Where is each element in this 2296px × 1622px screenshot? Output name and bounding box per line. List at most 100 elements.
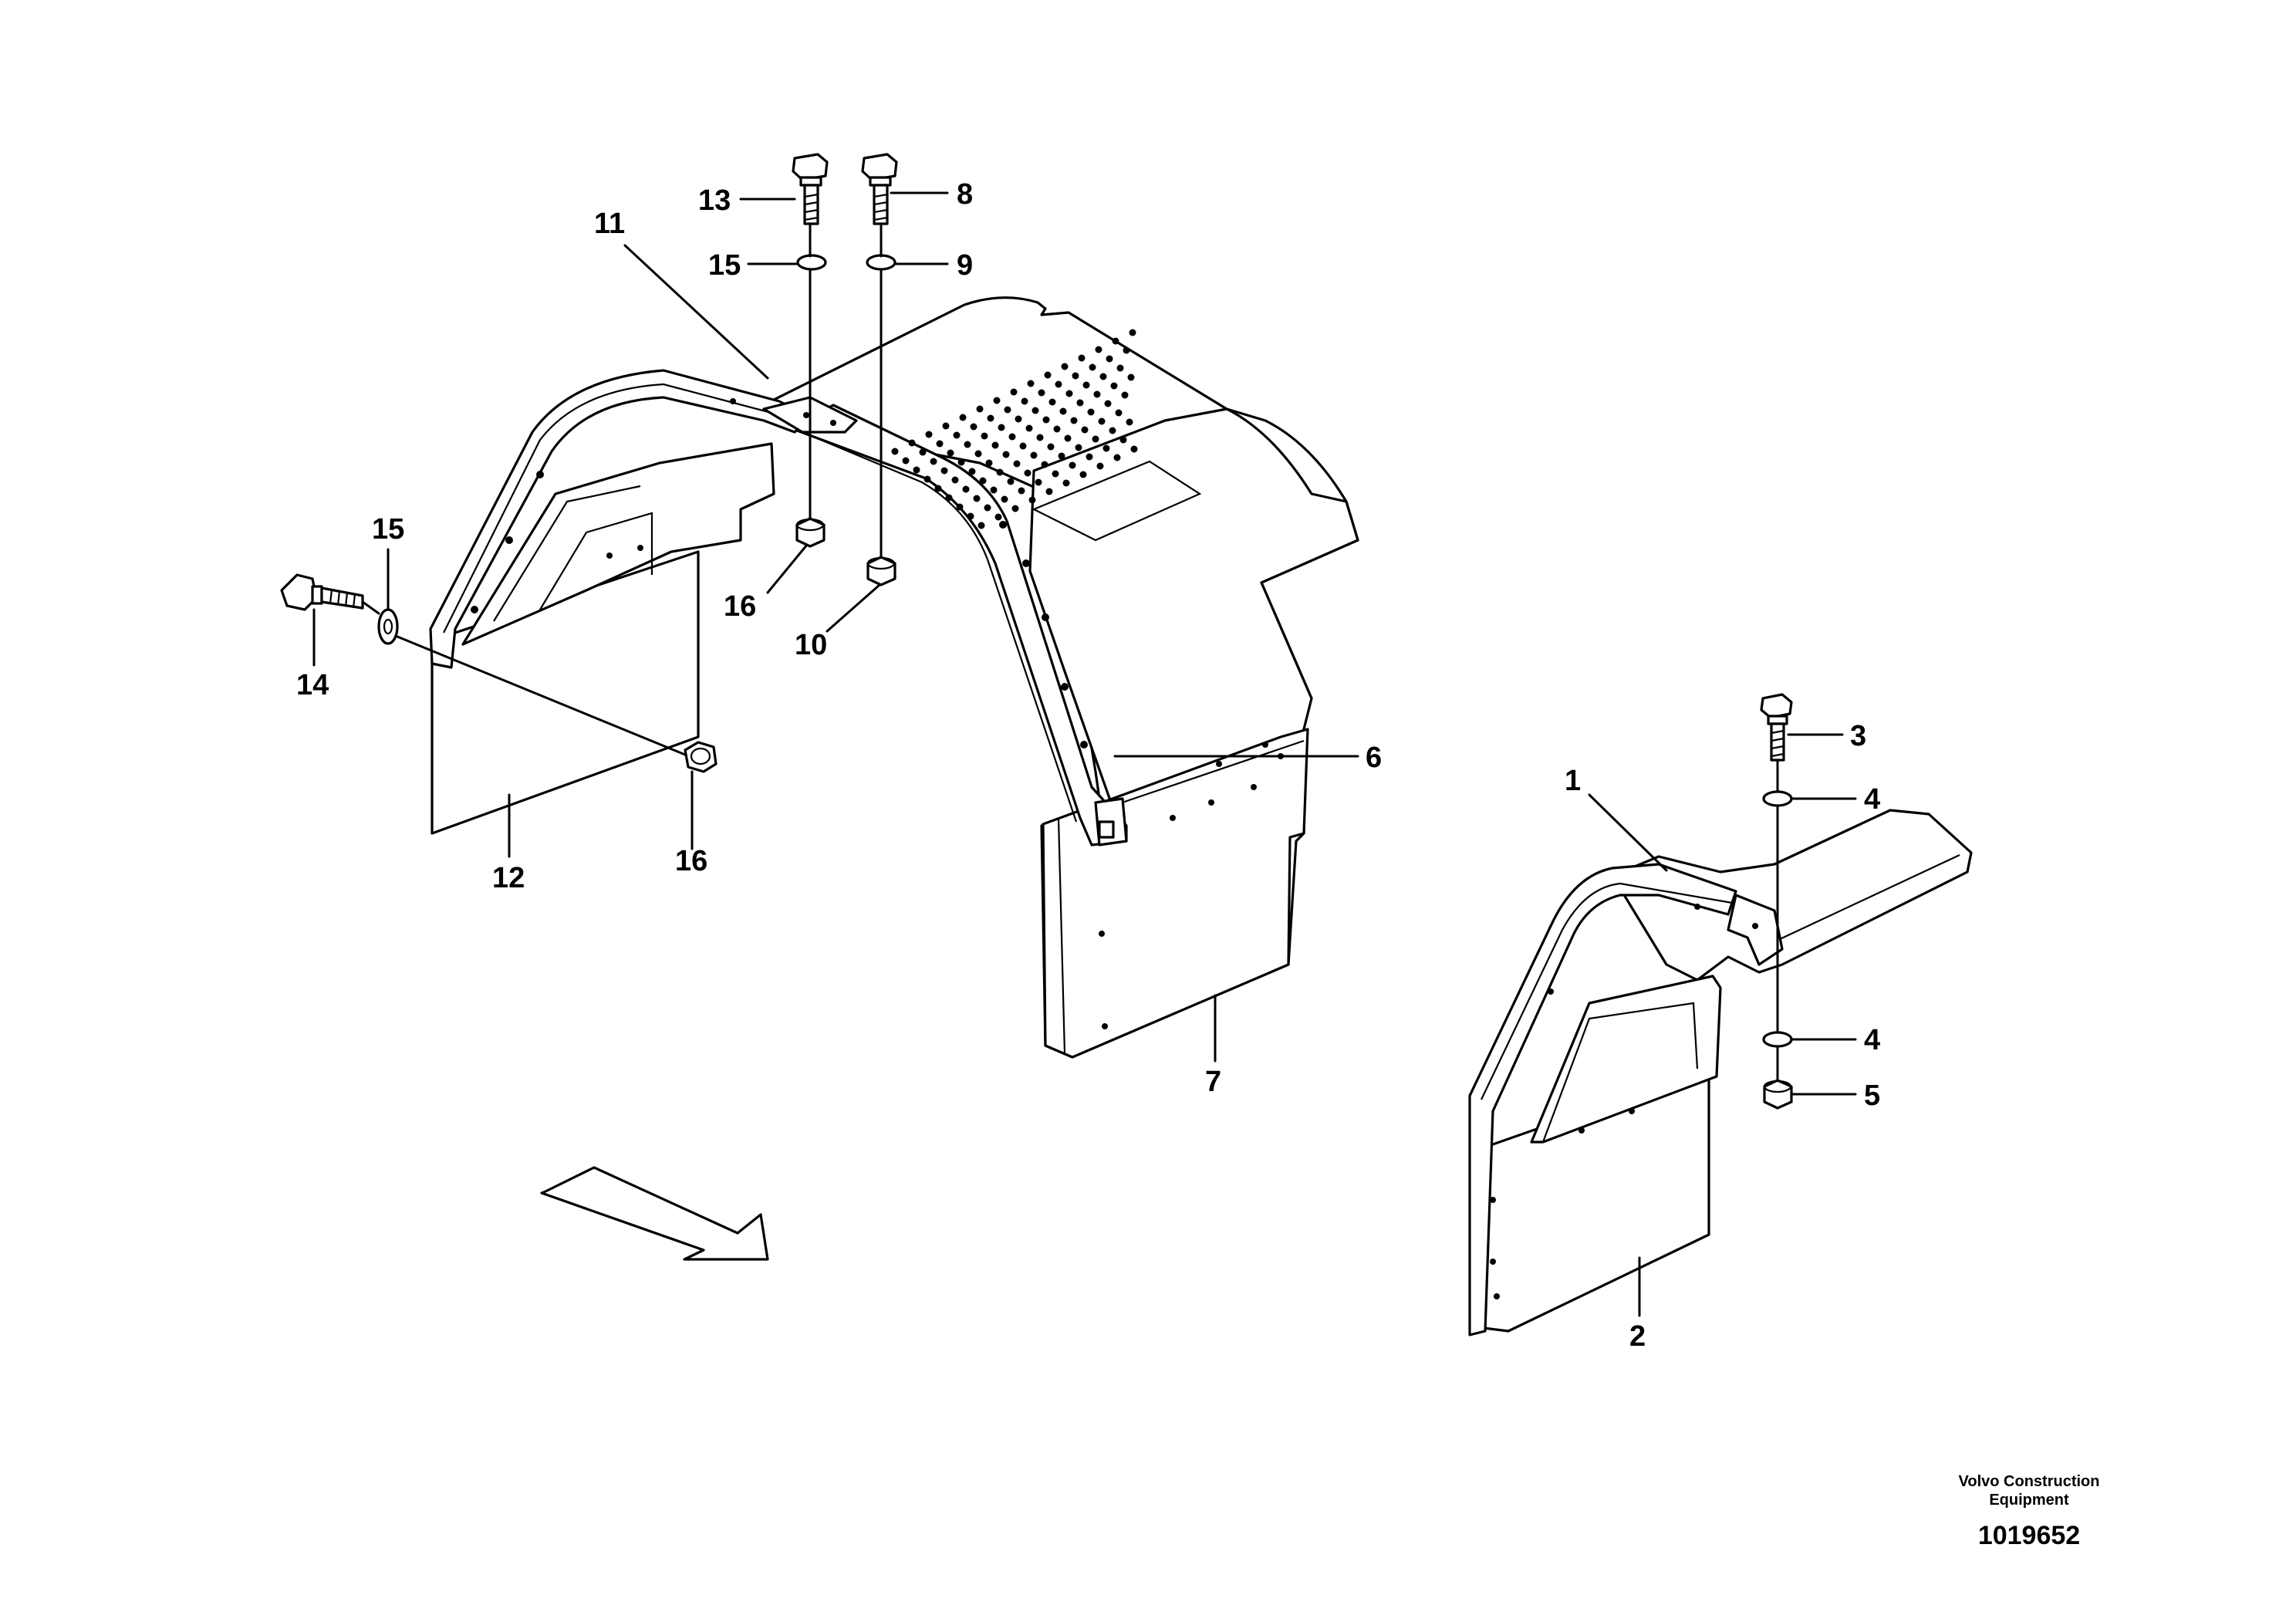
perforation-hole: [979, 477, 987, 485]
perforation-hole: [1069, 461, 1076, 469]
perforation-hole: [1081, 426, 1089, 434]
perforation-hole: [1086, 453, 1093, 461]
perforation-hole: [1093, 390, 1101, 398]
perforation-hole: [1053, 425, 1061, 433]
perforation-hole: [985, 459, 993, 467]
perforation-hole: [991, 441, 999, 449]
rim-bolts: [999, 521, 1284, 1029]
perforation-hole: [976, 405, 984, 413]
washer-4-lower: [1762, 1031, 1793, 1048]
perforation-hole: [1079, 471, 1087, 478]
perforation-hole: [1062, 479, 1070, 487]
washer-9: [866, 254, 896, 271]
perforation-hole: [934, 485, 942, 492]
perforation-hole: [956, 503, 964, 511]
perforation-hole: [1042, 416, 1050, 424]
perforation-hole: [1030, 451, 1038, 459]
callout-5: 5: [1864, 1080, 1880, 1112]
perforation-hole: [1104, 400, 1112, 407]
perforation-hole: [994, 513, 1002, 521]
perforation-hole: [984, 504, 991, 512]
bolt-13: [792, 153, 829, 225]
perforation-hole: [1098, 417, 1106, 425]
perforation-hole: [940, 467, 948, 475]
front-fender-assembly: [429, 369, 858, 835]
perforation-hole: [1123, 346, 1130, 354]
perforation-hole: [1099, 373, 1107, 380]
nut-5: [1763, 1079, 1793, 1110]
perforation-hole: [1121, 391, 1129, 399]
small-fender-top-plate: [1611, 809, 1973, 982]
front-arch-rim: [429, 369, 812, 669]
nut-16-top: [795, 517, 826, 548]
perforation-hole: [1004, 406, 1011, 414]
callout-15-side: 15: [372, 513, 404, 546]
perforation-hole: [1126, 418, 1133, 426]
perforation-hole: [945, 494, 953, 502]
perforation-hole: [1045, 488, 1053, 495]
perforation-hole: [953, 431, 961, 439]
perforation-hole: [936, 440, 944, 448]
callout-12: 12: [492, 862, 525, 894]
callout-16-top: 16: [724, 590, 756, 623]
perforation-hole: [947, 449, 954, 457]
perforation-hole: [1058, 452, 1065, 460]
perforation-hole: [1072, 372, 1079, 380]
perforation-hole: [1059, 407, 1067, 415]
leader-lines: [312, 191, 1857, 1317]
callout-4-lower: 4: [1864, 1024, 1880, 1056]
perforation-hole: [930, 458, 937, 465]
perforation-hole: [998, 424, 1005, 431]
perforation-hole: [1089, 363, 1096, 371]
perforation-hole: [1027, 380, 1035, 387]
callout-16-lower: 16: [675, 845, 707, 877]
perforation-hole: [1130, 445, 1138, 453]
perforation-hole: [1032, 407, 1039, 414]
perforation-hole: [1008, 433, 1016, 441]
perforation-hole: [964, 441, 971, 448]
manufacturer-line-2: Equipment: [1989, 1492, 2069, 1509]
perforation-hole: [996, 468, 1004, 476]
perforation-hole: [1052, 470, 1059, 478]
perforation-hole: [1028, 496, 1036, 504]
perforation-hole: [1041, 461, 1048, 468]
callout-4-top: 4: [1864, 783, 1880, 816]
perforation-hole: [1019, 442, 1027, 450]
perforation-hole: [970, 423, 977, 431]
perforation-hole: [967, 512, 974, 520]
perforation-hole: [891, 448, 899, 455]
callout-9: 9: [957, 249, 973, 282]
callout-3: 3: [1850, 720, 1866, 752]
nut-16-lower: [684, 741, 718, 773]
perforation-hole: [1106, 355, 1113, 363]
washer-4-top: [1762, 790, 1793, 807]
washer-15-top: [796, 254, 827, 271]
perforation-hole: [993, 397, 1001, 404]
perforation-hole: [1015, 415, 1022, 423]
perforation-hole: [1119, 436, 1127, 444]
drawing-number: 1019652: [1977, 1521, 2081, 1550]
callout-2: 2: [1629, 1320, 1646, 1353]
perforation-hole: [919, 448, 927, 456]
nut-10: [866, 556, 896, 586]
perforation-hole: [990, 486, 998, 494]
perforation-hole: [923, 475, 931, 483]
perforation-hole: [1001, 495, 1008, 503]
small-arch-rim: [1468, 863, 1737, 1336]
perforation-hole: [1044, 371, 1052, 379]
callout-1: 1: [1565, 765, 1581, 797]
callout-numbers: 13 8 15 9 11 16 10 15 14 12 16 6 7 3 4 4…: [296, 178, 1880, 1353]
perforation-hole: [1018, 487, 1025, 495]
perforation-hole: [1113, 454, 1121, 461]
perforation-hole: [968, 468, 976, 475]
bolt-8: [861, 153, 898, 225]
perforation-hole: [1115, 409, 1123, 417]
perforation-hole: [1007, 478, 1015, 485]
perforation-hole: [1024, 469, 1032, 477]
perforation-hole: [1065, 390, 1073, 397]
perforation-hole: [1047, 443, 1055, 451]
perforation-hole: [1035, 478, 1042, 486]
perforation-hole: [925, 431, 933, 438]
perforation-hole: [1038, 389, 1045, 397]
